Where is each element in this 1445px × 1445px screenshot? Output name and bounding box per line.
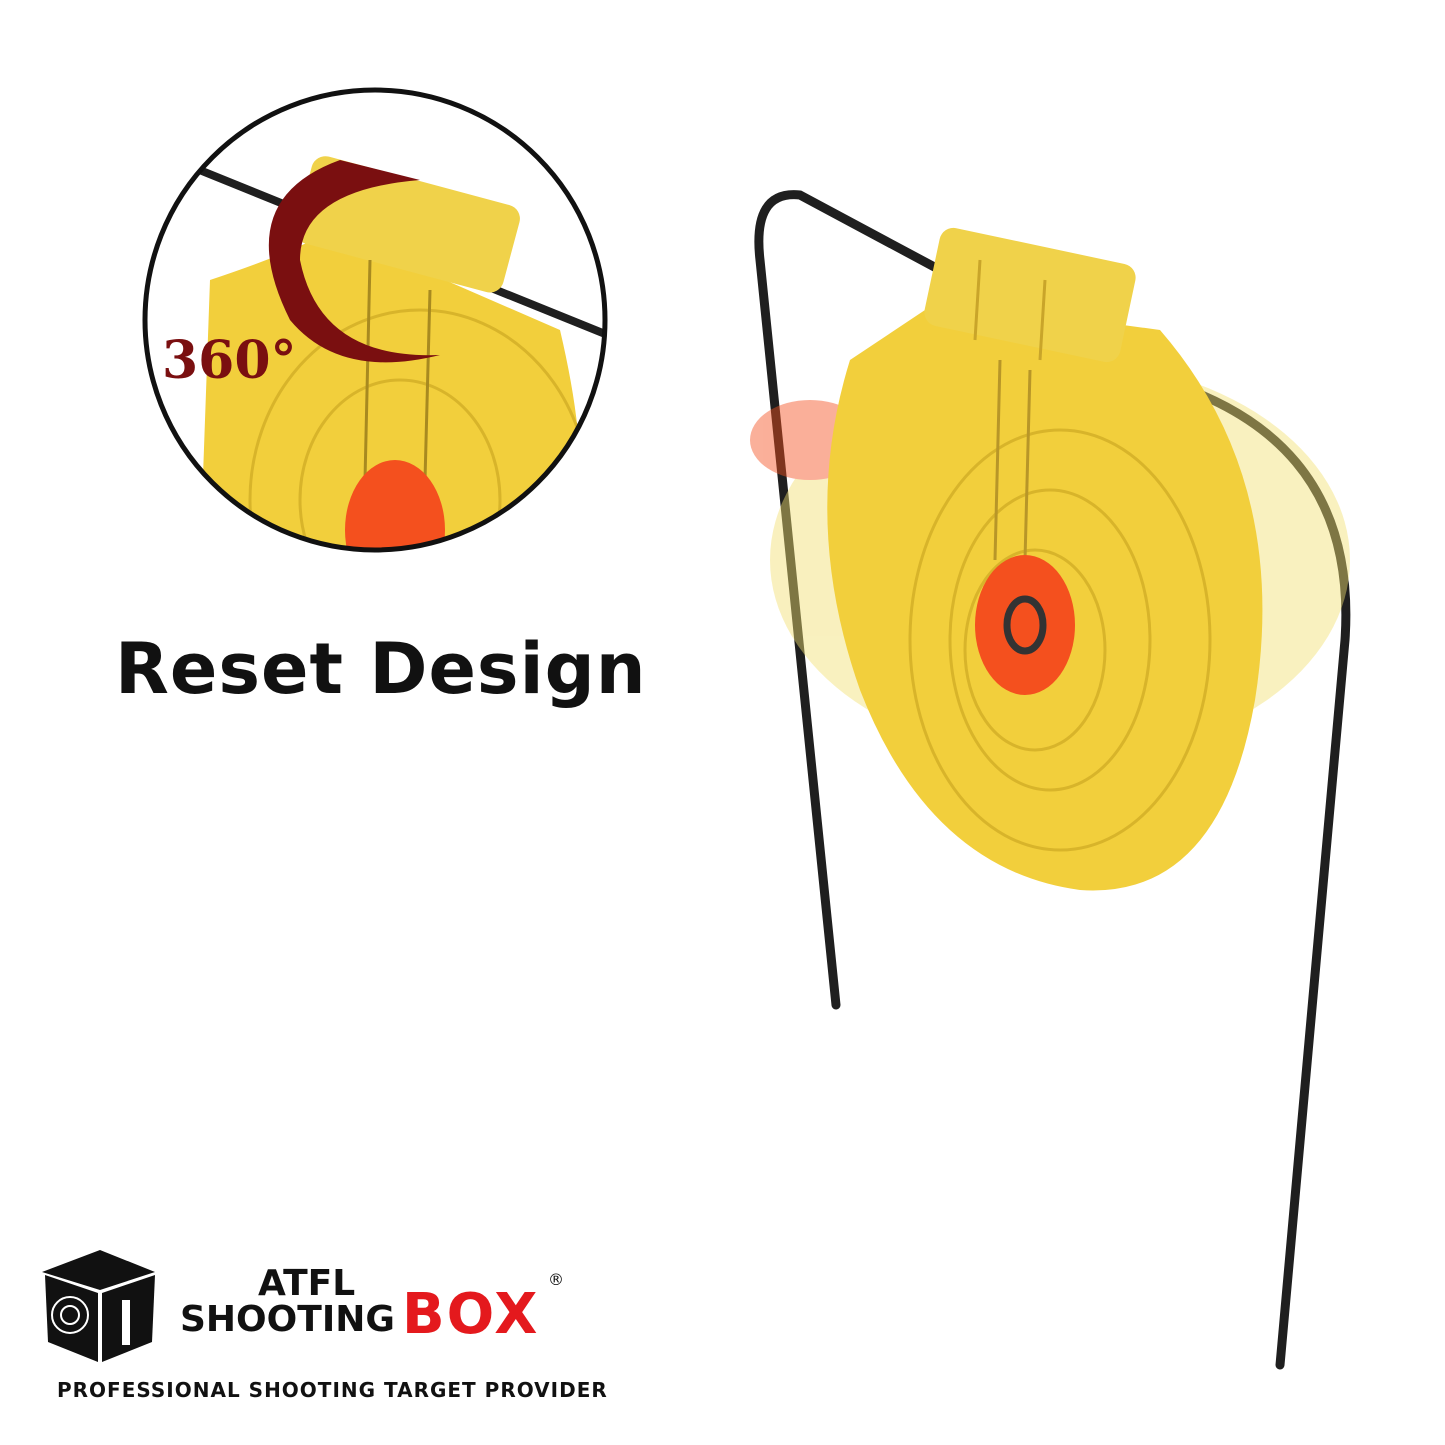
- headline: Reset Design: [115, 628, 647, 710]
- rotation-label: 360°: [162, 330, 297, 391]
- bullseye: [975, 555, 1075, 695]
- zoom-callout: [142, 87, 608, 553]
- brand-line2: SHOOTING: [180, 1299, 395, 1340]
- brand-tagline: PROFESSIONAL SHOOTING TARGET PROVIDER: [57, 1378, 608, 1402]
- registered-mark: ®: [548, 1270, 564, 1289]
- target-plate: [827, 227, 1263, 891]
- brand-line1: ATFL: [258, 1263, 356, 1304]
- atfl-logo-cube: [42, 1250, 155, 1362]
- brand-box: BOX: [402, 1282, 540, 1347]
- rotation-arrow-icon: [268, 160, 440, 363]
